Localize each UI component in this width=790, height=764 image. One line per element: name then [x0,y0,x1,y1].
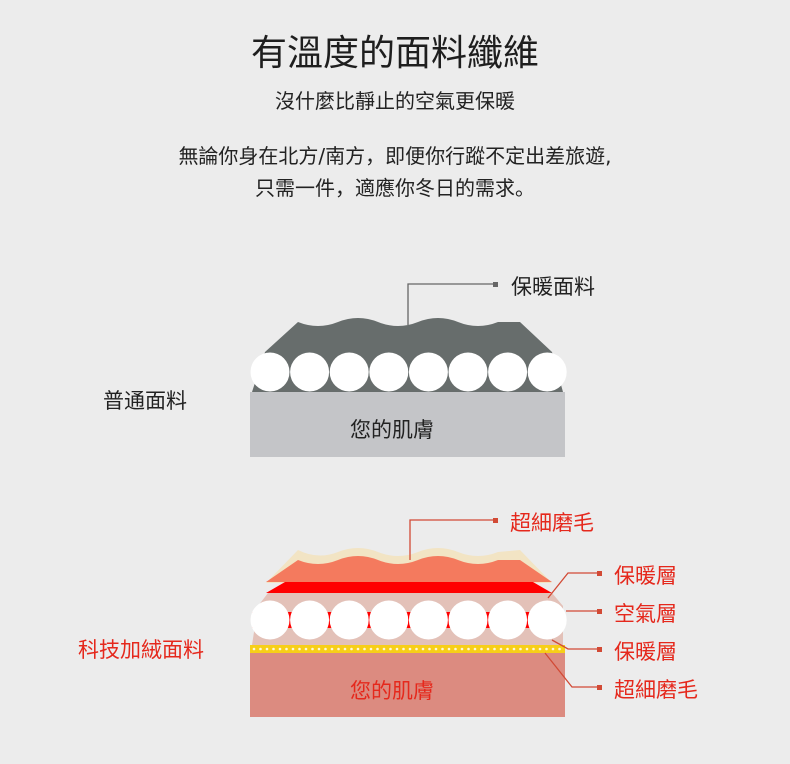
skin-label: 您的肌膚 [350,418,434,442]
page-title: 有溫度的面料纖維 [250,33,539,74]
brushed-dot [512,647,516,651]
tech-fabric-label: 科技加絨面料 [78,638,204,662]
brushed-dot [291,647,295,651]
warm-fabric-label: 保暖面料 [511,275,595,299]
brushed-dot [252,647,256,651]
brushed-dot [278,647,282,651]
outer-fabric-layer [266,556,552,582]
brushed-dot [389,647,392,651]
air-bubble [448,600,488,640]
grey-skin-block [250,392,565,457]
brushed-dot [473,647,477,651]
leader-line [407,283,495,325]
pink-skin-block [250,652,565,717]
brushed-dot [356,647,360,651]
normal-fabric-diagram [250,282,567,457]
layer-label-warm-2: 保暖層 [614,640,677,664]
air-bubble [527,600,567,640]
brushed-dot [551,647,555,651]
brushed-dot [382,647,386,651]
brushed-dot [460,647,464,651]
brushed-dot [311,647,314,651]
brushed-dot [434,647,438,651]
brushed-dot [330,647,334,651]
brushed-dot [402,647,405,651]
brushed-dot [324,647,327,651]
description-line-1: 無論你身在北方/南方，即便你行蹤不定出差旅遊, [178,144,612,168]
brushed-dot [376,647,379,651]
brushed-dot [285,647,288,651]
brushed-dot [545,647,548,651]
layer-label-warm-1: 保暖層 [614,564,677,588]
brushed-dot [421,647,425,651]
yellow-brushed-layer [250,645,565,653]
brushed-dot [454,647,457,651]
brushed-dot [415,647,418,651]
leader-marker [493,282,498,287]
normal-fabric-label: 普通面料 [103,389,187,413]
brushed-dot [337,647,340,651]
brushed-dot [350,647,353,651]
air-bubble [527,352,567,392]
brushed-dot [499,647,503,651]
air-bubble [290,352,330,392]
air-bubble [290,600,330,640]
brushed-dot [493,647,496,651]
air-bubble [369,600,409,640]
brushed-dot [408,647,412,651]
layer-label-brushed: 超細磨毛 [614,678,698,702]
air-bubble [329,600,369,640]
brushed-dot [343,647,347,651]
air-bubble [488,352,528,392]
brushed-dot [525,647,529,651]
leader-markers [493,518,602,690]
air-bubble [250,352,290,392]
description-line-2: 只需一件，適應你冬日的需求。 [255,176,535,200]
air-bubble [369,352,409,392]
brushed-dot [538,647,542,651]
brushed-dot [317,647,321,651]
brushed-dot [304,647,308,651]
brushed-dot [272,647,275,651]
brushed-dot [428,647,431,651]
air-bubble [488,600,528,640]
brushed-dot [298,647,301,651]
layer-label-air: 空氣層 [614,602,677,626]
air-bubble [408,352,448,392]
air-bubble [250,600,290,640]
brushed-dot [480,647,483,651]
red-warm-band [266,582,552,593]
subtitle: 沒什麼比靜止的空氣更保暖 [275,89,515,113]
brushed-dot [441,647,444,651]
leader-lines [409,519,597,688]
air-bubble [329,352,369,392]
brushed-dot [447,647,451,651]
air-bubbles [250,352,567,392]
brushed-dots [252,647,561,651]
air-bubble [448,352,488,392]
brushed-dot [369,647,373,651]
tech-fabric-diagram [250,518,602,717]
brushed-dot [395,647,399,651]
brushed-dot [532,647,535,651]
air-bubbles [250,600,567,640]
tech-skin-label: 您的肌膚 [350,679,434,703]
brushed-dot [467,647,470,651]
brushed-dot [363,647,366,651]
brushed-dot [506,647,509,651]
brushed-dot [265,647,269,651]
brushed-dot [259,647,262,651]
brushed-top-label: 超細磨毛 [510,511,594,535]
air-bubble [408,600,448,640]
brushed-dot [486,647,490,651]
brushed-dot [558,647,561,651]
brushed-dot [519,647,522,651]
